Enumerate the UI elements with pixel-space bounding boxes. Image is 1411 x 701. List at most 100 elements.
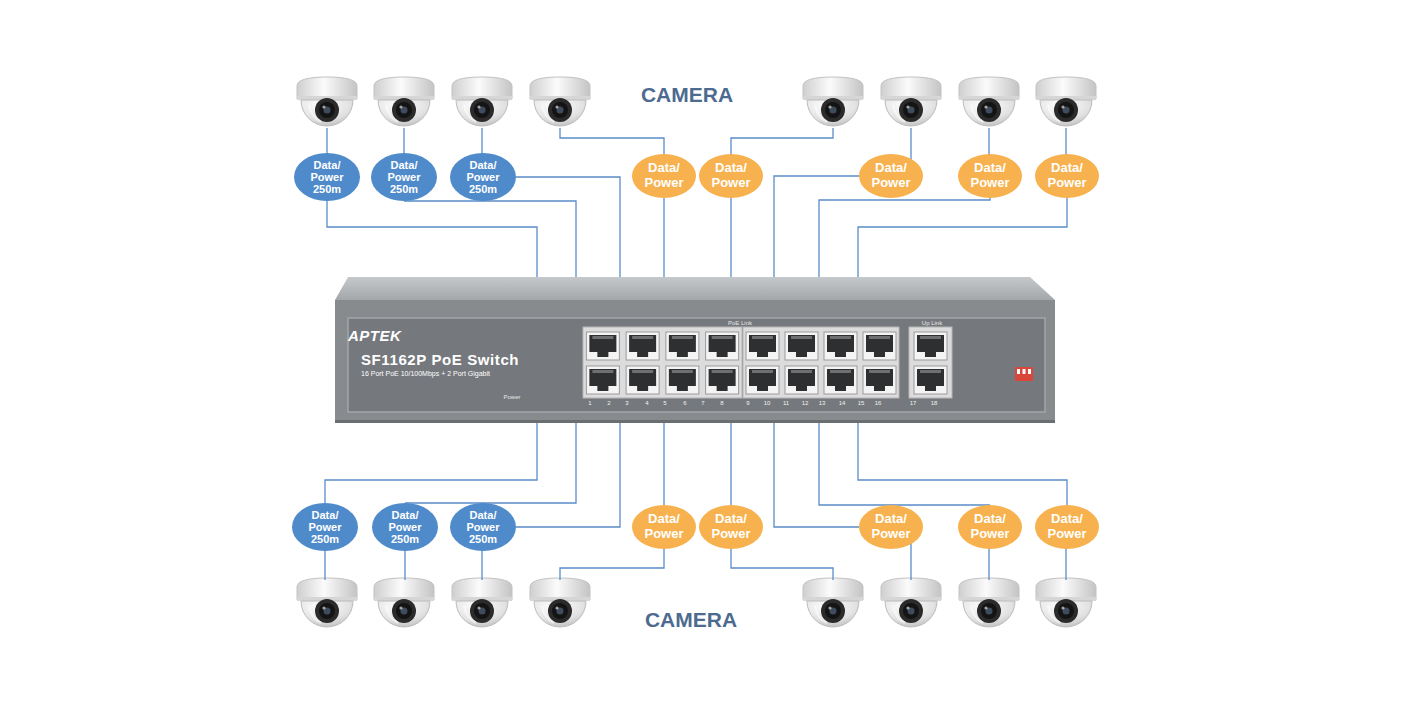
port-notch bbox=[925, 386, 936, 391]
port-notch bbox=[925, 352, 936, 357]
link-label: Data/ Power 250m bbox=[462, 509, 504, 546]
camera-leader bbox=[910, 542, 911, 580]
link-label: Data/ Power bbox=[641, 512, 687, 541]
port-contacts bbox=[592, 370, 613, 373]
dome-camera bbox=[530, 77, 590, 126]
port-notch bbox=[597, 352, 608, 357]
port-frame bbox=[824, 332, 857, 360]
switch-top bbox=[335, 277, 1055, 300]
port-bezel bbox=[909, 327, 952, 398]
switch-base bbox=[335, 420, 1055, 423]
dip-switch bbox=[1015, 367, 1033, 381]
switch-body bbox=[335, 277, 1055, 423]
camera-leader bbox=[324, 548, 325, 580]
rj45-port bbox=[586, 332, 619, 360]
poe-cable bbox=[819, 423, 990, 505]
port-notch bbox=[874, 352, 885, 357]
port-opening bbox=[709, 369, 736, 386]
port-notch bbox=[796, 352, 807, 357]
port-contacts bbox=[752, 370, 773, 373]
port-contacts bbox=[830, 370, 851, 373]
port-notch bbox=[757, 352, 768, 357]
rj45-port bbox=[626, 366, 659, 394]
dip-body bbox=[1015, 367, 1033, 381]
port-number: 16 bbox=[875, 400, 882, 406]
rj45-port bbox=[746, 332, 779, 360]
port-opening bbox=[749, 369, 776, 386]
port-opening bbox=[827, 335, 854, 352]
port-contacts bbox=[791, 336, 812, 339]
poe-cable bbox=[404, 201, 576, 277]
port-notch bbox=[757, 386, 768, 391]
model-name: SF1162P PoE Switch bbox=[361, 351, 519, 368]
switch-front bbox=[335, 300, 1055, 423]
rj45-port bbox=[666, 332, 699, 360]
port-frame bbox=[863, 366, 896, 394]
port-number: 11 bbox=[783, 400, 789, 406]
port-number: 15 bbox=[858, 400, 865, 406]
port-opening bbox=[749, 335, 776, 352]
port-contacts bbox=[712, 370, 733, 373]
poe-cable bbox=[774, 176, 859, 277]
port-opening bbox=[589, 335, 616, 352]
dome-camera bbox=[452, 578, 512, 627]
port-contacts bbox=[920, 336, 941, 339]
dome-camera bbox=[374, 77, 434, 126]
link-label: Data/ Power bbox=[967, 161, 1013, 190]
port-number: 4 bbox=[645, 400, 648, 406]
port-contacts bbox=[869, 370, 890, 373]
dome-camera bbox=[881, 77, 941, 126]
link-label: Data/ Power bbox=[967, 512, 1013, 541]
link-label: Data/ Power 250m bbox=[306, 159, 348, 196]
model-spec: 16 Port PoE 10/100Mbps + 2 Port Gigabit bbox=[361, 370, 490, 377]
port-opening bbox=[669, 369, 696, 386]
port-opening bbox=[669, 335, 696, 352]
camera-leader bbox=[481, 128, 482, 156]
camera-leader bbox=[731, 128, 833, 157]
port-frame bbox=[863, 332, 896, 360]
poe-cable bbox=[774, 423, 859, 527]
data-power-oval: Data/ Power bbox=[859, 505, 923, 549]
port-number: 12 bbox=[802, 400, 809, 406]
port-notch bbox=[637, 386, 648, 391]
port-notch bbox=[874, 386, 885, 391]
port-contacts bbox=[791, 370, 812, 373]
dip-lever bbox=[1023, 369, 1026, 374]
led-label: Power bbox=[503, 394, 520, 400]
port-frame bbox=[914, 332, 947, 360]
port-notch bbox=[677, 352, 688, 357]
dome-camera bbox=[881, 578, 941, 627]
data-power-oval: Data/ Power 250m bbox=[450, 503, 516, 551]
port-frame bbox=[785, 332, 818, 360]
data-power-oval: Data/ Power 250m bbox=[450, 153, 516, 201]
port-number: 6 bbox=[683, 400, 686, 406]
brand-logo: APTEK bbox=[348, 327, 401, 344]
link-label: Data/ Power 250m bbox=[383, 159, 425, 196]
port-opening bbox=[827, 369, 854, 386]
link-label: Data/ Power 250m bbox=[384, 509, 426, 546]
port-notch bbox=[637, 352, 648, 357]
dome-camera bbox=[803, 578, 863, 627]
rj45-port bbox=[863, 366, 896, 394]
data-power-oval: Data/ Power bbox=[699, 505, 763, 549]
dip-lever bbox=[1028, 369, 1031, 374]
link-label: Data/ Power bbox=[641, 161, 687, 190]
dome-camera bbox=[374, 578, 434, 627]
rj45-port bbox=[706, 332, 739, 360]
camera-leader bbox=[560, 128, 664, 157]
data-power-oval: Data/ Power bbox=[1035, 154, 1099, 198]
poe-cable bbox=[819, 198, 990, 277]
port-number: 17 bbox=[910, 400, 917, 406]
port-number: 18 bbox=[931, 400, 938, 406]
port-bezel bbox=[583, 327, 742, 398]
port-contacts bbox=[712, 336, 733, 339]
camera-leader bbox=[988, 546, 989, 580]
port-contacts bbox=[869, 336, 890, 339]
port-opening bbox=[629, 335, 656, 352]
port-frame bbox=[586, 332, 619, 360]
port-number: 14 bbox=[839, 400, 846, 406]
port-frame bbox=[586, 366, 619, 394]
